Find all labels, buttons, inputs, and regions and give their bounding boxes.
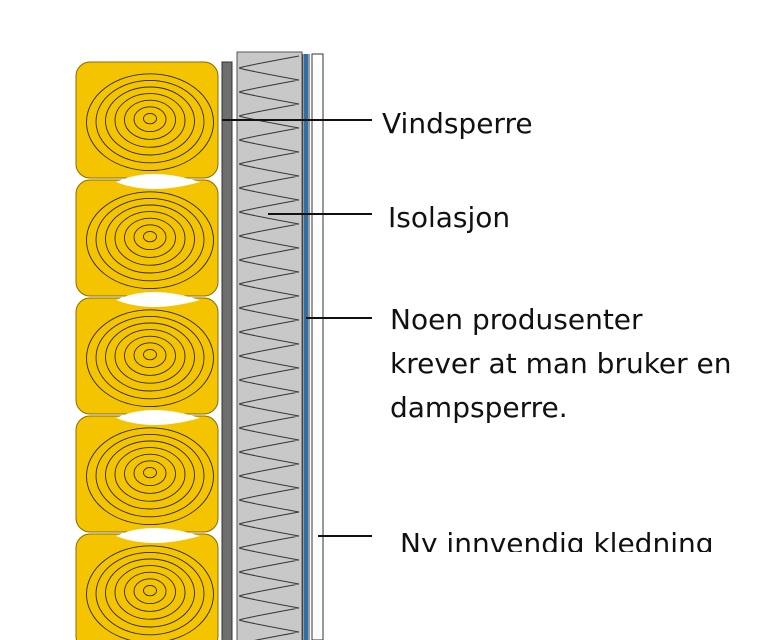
log	[75, 415, 219, 533]
vapor-barrier-layer	[302, 54, 310, 640]
log	[75, 179, 219, 297]
label-dampsperre: Noen produsenter krever at man bruker en…	[390, 298, 732, 430]
log	[75, 533, 219, 640]
label-dampsperre-line-1: Noen produsenter	[390, 303, 643, 336]
insulation-layer	[236, 51, 303, 640]
interior-cladding-layer	[311, 53, 324, 640]
log	[75, 61, 219, 179]
wind-barrier-layer	[221, 61, 233, 640]
leader-lines	[222, 119, 372, 537]
log	[75, 297, 219, 415]
label-vindsperre: Vindsperre	[382, 107, 533, 140]
log-wall	[75, 61, 219, 640]
label-dampsperre-line-3: dampsperre.	[390, 391, 568, 424]
label-kledning: Ny innvendig kledning	[400, 527, 714, 552]
label-dampsperre-line-2: krever at man bruker en	[390, 347, 732, 380]
label-isolasjon: Isolasjon	[388, 201, 511, 234]
